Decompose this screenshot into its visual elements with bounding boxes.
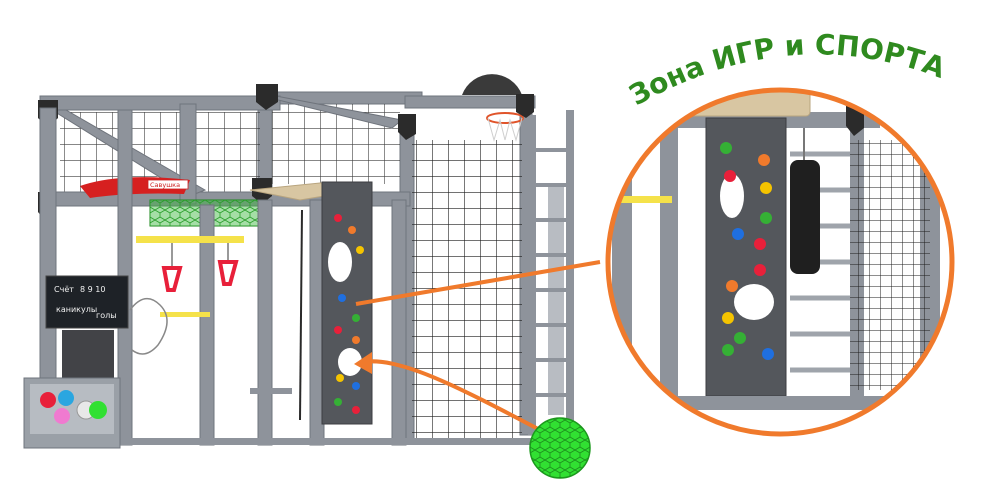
- toy-shelf: [23, 377, 121, 449]
- basketball-hoop-icon: [462, 74, 524, 142]
- play-structure: Савушка: [23, 74, 580, 449]
- gymnastic-rings: [136, 236, 244, 317]
- swing-seat: [250, 388, 292, 394]
- ball-icon: [529, 417, 591, 479]
- pointer-arrows: [354, 260, 601, 432]
- climbing-rope: [299, 209, 303, 421]
- svg-text:8 9 10: 8 9 10: [80, 285, 105, 294]
- bottom-rails: [40, 438, 580, 445]
- brand-sign: Савушка: [150, 181, 180, 189]
- zoom-circle: [605, 87, 955, 437]
- storage-bag: [62, 330, 114, 378]
- scoreboard: Счёт 8 9 10 каникулы голы: [45, 275, 129, 329]
- climbing-holds: [720, 142, 774, 360]
- scoreboard-line3: голы: [96, 311, 117, 320]
- tunnel: [129, 297, 168, 355]
- scoreboard-line2: каникулы: [56, 305, 97, 314]
- punching-bag-icon: [790, 128, 820, 274]
- zoom-climbing-wall: [705, 117, 787, 397]
- red-sled: Савушка: [80, 177, 190, 198]
- scoreboard-line1: Счёт: [54, 285, 74, 294]
